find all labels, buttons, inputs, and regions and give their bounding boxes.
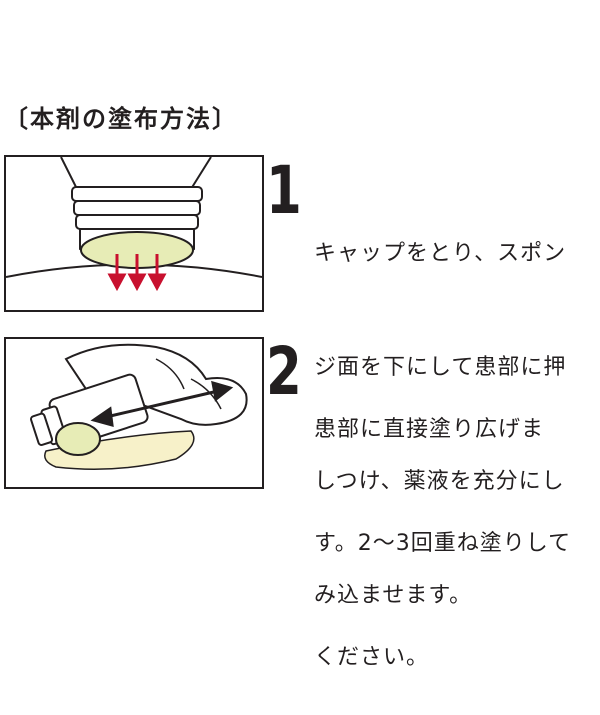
step-2-illustration bbox=[4, 337, 264, 489]
page-title: 〔本剤の塗布方法〕 bbox=[4, 105, 238, 133]
step-2-line: 患部に直接塗り広げま bbox=[314, 417, 545, 442]
step-1-drawing bbox=[6, 157, 262, 292]
step-1-instructions: キャップをとり、スポン ジ面を下にして患部に押 しつけ、薬液を充分にし み込ませ… bbox=[314, 159, 566, 653]
step-2-line: ください。 bbox=[314, 645, 430, 670]
bottle-ring bbox=[75, 214, 199, 230]
step-2-line: す。2～3回重ね塗りして bbox=[314, 531, 572, 556]
step-2-instructions: 患部に直接塗り広げま す。2～3回重ね塗りして ください。 bbox=[314, 335, 571, 715]
step-2-drawing bbox=[30, 343, 248, 470]
press-arrows bbox=[107, 254, 167, 292]
bottle-ring bbox=[73, 200, 201, 216]
spread-arrow bbox=[90, 380, 234, 428]
applied-liquid bbox=[44, 430, 195, 470]
sponge-pad bbox=[55, 422, 101, 456]
step-1-line: ジ面を下にして患部に押 bbox=[314, 355, 567, 380]
step-1-illustration bbox=[4, 155, 264, 312]
step-1-line: しつけ、薬液を充分にし bbox=[314, 469, 565, 494]
step-1-line: キャップをとり、スポン bbox=[314, 241, 567, 266]
step-1-number: 1 bbox=[266, 152, 302, 229]
bottle-ring bbox=[71, 186, 203, 202]
step-2-number: 2 bbox=[266, 333, 302, 410]
